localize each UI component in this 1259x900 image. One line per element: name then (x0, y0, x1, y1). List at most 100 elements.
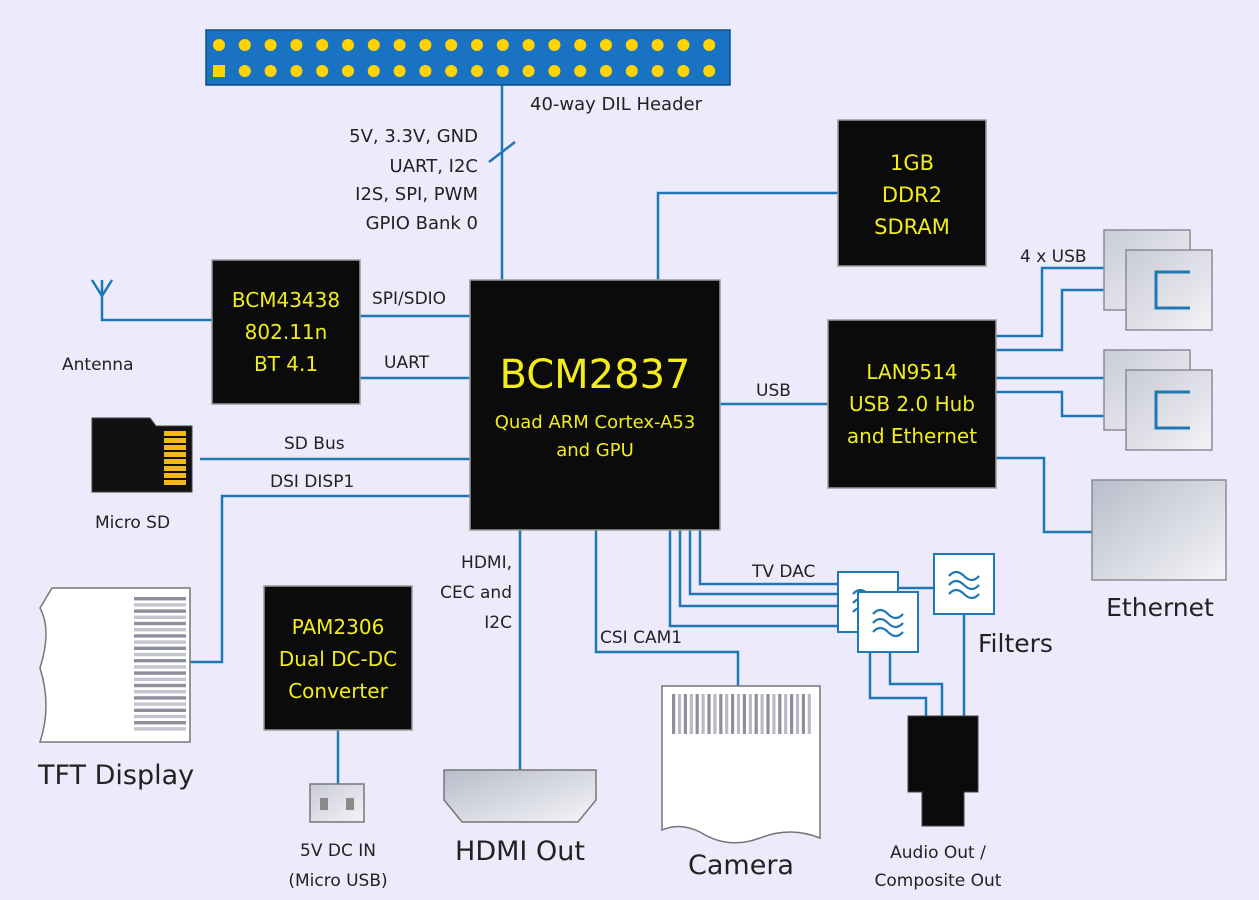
camera-contact-stripe (760, 694, 764, 734)
header-pin (445, 39, 458, 51)
camera-contact-stripe (784, 694, 788, 734)
tft-label: TFT Display (37, 760, 194, 791)
camera-contact-stripe (772, 694, 776, 734)
header-pin (600, 65, 612, 77)
tft-contact-stripe (134, 621, 186, 626)
tft-contact-stripe (134, 677, 186, 681)
tft-contact-stripe (134, 597, 186, 601)
wifi-chip: BCM43438 802.11n BT 4.1 (211, 259, 361, 405)
tft-contact-stripe (134, 603, 186, 607)
header-pin (342, 39, 354, 51)
sd-bus-label: SD Bus (284, 434, 345, 454)
camera-contact-stripe (790, 694, 794, 734)
header-pin (290, 65, 303, 77)
camera-contact-stripe (778, 694, 782, 734)
hdmi-port-icon (443, 769, 597, 823)
header-pin (290, 39, 303, 51)
ram-line-2: DDR2 (882, 183, 942, 207)
camera-contact-stripe (719, 694, 723, 734)
header-pin (393, 39, 406, 51)
header-pin (316, 65, 329, 77)
header-pin (342, 65, 354, 77)
camera-contact-stripe (795, 694, 800, 734)
camera-contact-stripe (672, 694, 676, 734)
lan-chip: LAN9514 USB 2.0 Hub and Ethernet (827, 319, 997, 489)
tft-contact-stripe (134, 646, 186, 650)
header-pin (651, 65, 664, 77)
camera-contact-stripe (807, 694, 811, 734)
micro-usb-icon (309, 783, 365, 823)
power-in-line-2: (Micro USB) (288, 871, 387, 891)
tft-contact-stripe (134, 696, 186, 700)
tft-contact-stripe (134, 659, 186, 663)
camera-label: Camera (688, 850, 794, 881)
camera-contact-stripe (748, 694, 752, 734)
spi-sdio-label: SPI/SDIO (372, 289, 446, 309)
tft-contact-stripe (134, 652, 186, 657)
tft-contact-stripe (134, 702, 186, 706)
sd-contact (164, 480, 186, 485)
camera-contact-stripe (683, 694, 687, 734)
uart-label: UART (384, 353, 430, 373)
tft-contact-stripe (134, 665, 186, 669)
header-bus-line-4: GPIO Bank 0 (366, 213, 478, 234)
tft-contact-stripe (134, 714, 186, 719)
micro-sd-label: Micro SD (95, 513, 170, 533)
sd-contact (164, 452, 186, 457)
sd-contact (164, 459, 186, 464)
header-pin (367, 39, 380, 51)
header-pin (600, 39, 612, 51)
sd-contact (164, 473, 186, 478)
hdmi-bus-line-1: HDMI, (461, 553, 512, 573)
tft-contact-stripe (134, 628, 186, 632)
header-pin (471, 65, 483, 77)
ram-line-1: 1GB (890, 151, 934, 175)
ethernet-label: Ethernet (1106, 593, 1214, 622)
filters-label: Filters (978, 629, 1053, 658)
header-pin (238, 39, 251, 51)
header-pin (703, 65, 716, 77)
lan-line-3: and Ethernet (847, 424, 977, 448)
tft-contact-stripe (134, 634, 186, 638)
camera-contact-stripe (801, 694, 805, 734)
display-connector-icon (38, 587, 191, 743)
header-pin (548, 65, 561, 77)
header-pin (703, 39, 716, 51)
header-pin (316, 39, 329, 51)
camera-contact-stripe (713, 694, 717, 734)
tft-contact-stripe (134, 683, 186, 688)
hdmi-bus-line-3: I2C (484, 613, 512, 633)
tft-contact-stripe (134, 727, 186, 731)
pmic-chip: PAM2306 Dual DC-DC Converter (263, 585, 413, 731)
csi-label: CSI CAM1 (600, 628, 682, 648)
header-pin (367, 65, 380, 77)
header-bus-line-2: UART, I2C (390, 156, 478, 177)
header-pin (213, 39, 225, 51)
tft-contact-stripe (134, 671, 186, 675)
pmic-line-2: Dual DC-DC (279, 647, 397, 671)
header-pin (213, 65, 225, 77)
camera-connector-icon (661, 685, 821, 844)
hdmi-bus-line-2: CEC and (440, 583, 512, 603)
header-pin (548, 39, 561, 51)
camera-contact-stripe (766, 694, 770, 734)
tv-dac-label: TV DAC (751, 562, 815, 582)
pmic-line-3: Converter (288, 679, 388, 703)
header-pin (625, 65, 638, 77)
lan-line-1: LAN9514 (866, 360, 957, 384)
audio-out-line-1: Audio Out / (890, 843, 986, 863)
ethernet-port-icon (1091, 479, 1227, 581)
camera-contact-stripe (736, 694, 741, 734)
header-label: 40-way DIL Header (530, 94, 703, 115)
sd-card-icon (91, 417, 193, 493)
ram-line-3: SDRAM (874, 215, 950, 239)
usb-label: USB (756, 381, 791, 401)
gpio-header (205, 29, 731, 86)
header-pin (574, 39, 587, 51)
soc-chip: BCM2837 Quad ARM Cortex-A53 and GPU (469, 279, 721, 531)
pmic-line-1: PAM2306 (292, 615, 385, 639)
power-in-line-1: 5V DC IN (300, 841, 376, 861)
four-usb-label: 4 x USB (1020, 247, 1087, 267)
header-pin (496, 39, 509, 51)
usb-port-icon (1102, 228, 1214, 452)
